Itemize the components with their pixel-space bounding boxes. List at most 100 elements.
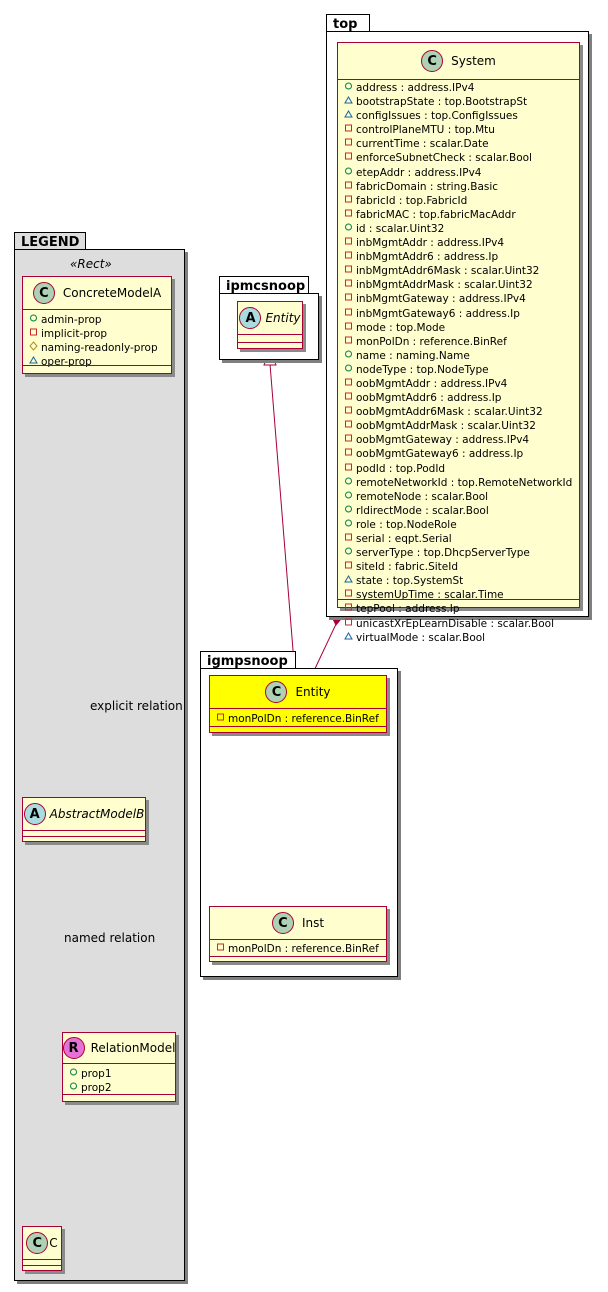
edge-label-named: named relation [64,931,156,945]
attribute-row: remoteNode : scalar.Bool [344,490,575,504]
class-name-concrete: ConcreteModelA [62,286,162,300]
visibility-icon [29,341,41,355]
attribute-text: bootstrapState : top.BootstrapSt [356,96,528,109]
visibility-icon [344,476,356,490]
attribute-row: monPolDn : reference.BinRef [344,335,575,349]
visibility-icon [344,95,356,109]
attribute-row: remoteNetworkId : top.RemoteNetworkId [344,476,575,490]
visibility-icon [29,313,41,327]
package-legend-tab: LEGEND [14,232,86,250]
attribute-text: remoteNode : scalar.Bool [356,490,489,503]
attribute-row: inbMgmtAddr6Mask : scalar.Uint32 [344,264,575,278]
attribute-text: oobMgmtAddr6 : address.Ip [356,392,502,405]
visibility-icon [344,631,356,645]
visibility-icon [344,588,356,602]
visibility-icon [344,504,356,518]
attribute-text: fabricDomain : string.Basic [356,180,499,193]
class-name-c: C [49,1236,58,1250]
visibility-icon [344,166,356,180]
visibility-icon [69,1081,81,1095]
attribute-text: inbMgmtAddr : address.IPv4 [356,237,505,250]
attribute-row: inbMgmtGateway6 : address.Ip [344,307,575,321]
visibility-icon [344,307,356,321]
visibility-icon [344,574,356,588]
visibility-icon [344,194,356,208]
attribute-row: nodeType : top.NodeType [344,363,575,377]
class-ipmcsnoop-entity[interactable]: A Entity [237,301,303,349]
attribute-row: currentTime : scalar.Date [344,137,575,151]
attribute-row: oobMgmtGateway : address.IPv4 [344,433,575,447]
visibility-icon [344,419,356,433]
attribute-text: admin-prop [41,314,102,326]
class-igmpsnoop-entity[interactable]: C Entity monPolDn : reference.BinRef [209,675,387,733]
attribute-row: prop2 [69,1081,171,1095]
visibility-icon [344,617,356,631]
attribute-text: prop2 [81,1082,112,1095]
attribute-text: configIssues : top.ConfigIssues [356,110,518,123]
attribute-row: oobMgmtGateway6 : address.Ip [344,447,575,461]
attribute-text: serverType : top.DhcpServerType [356,547,530,560]
attribute-row: state : top.SystemSt [344,574,575,588]
attribute-text: serial : eqpt.Serial [356,533,452,545]
visibility-icon [29,327,41,341]
attribute-text: prop1 [81,1068,112,1080]
attribute-text: controlPlaneMTU : top.Mtu [356,124,495,137]
visibility-icon [344,447,356,461]
attribute-text: systemUpTime : scalar.Time [356,589,504,602]
class-inst[interactable]: C Inst monPolDn : reference.BinRef [209,906,387,962]
attribute-row: oobMgmtAddr6Mask : scalar.Uint32 [344,405,575,419]
attribute-row: fabricMAC : top.fabricMacAddr [344,208,575,222]
attribute-text: monPolDn : reference.BinRef [356,335,507,348]
visibility-icon [344,377,356,391]
relation-circle-icon: R [62,1037,85,1059]
visibility-icon [344,335,356,349]
visibility-icon [344,137,356,151]
attribute-row: inbMgmtAddrMask : scalar.Uint32 [344,278,575,292]
attribute-text: oobMgmtGateway6 : address.Ip [356,448,524,461]
visibility-icon [344,123,356,137]
attribute-text: nodeType : top.NodeType [356,363,489,376]
attribute-row: fabricId : top.FabricId [344,194,575,208]
visibility-icon [344,349,356,363]
visibility-icon [344,560,356,574]
visibility-icon [344,391,356,405]
attribute-row: role : top.NodeRole [344,518,575,532]
attribute-text: oobMgmtGateway : address.IPv4 [356,434,530,447]
attribute-text: fabricMAC : top.fabricMacAddr [356,208,516,221]
visibility-icon [344,363,356,377]
class-circle-icon: C [265,681,288,703]
legend-class-c[interactable]: C C [22,1226,62,1271]
edge-composition-system [311,621,338,676]
attribute-row: inbMgmtAddr6 : address.Ip [344,250,575,264]
visibility-icon [344,208,356,222]
visibility-icon [344,462,356,476]
attribute-row: bootstrapState : top.BootstrapSt [344,95,575,109]
attribute-row: name : naming.Name [344,349,575,363]
attribute-row: oobMgmtAddr : address.IPv4 [344,377,575,391]
class-name-ipmc-entity: Entity [265,311,301,325]
attribute-text: id : scalar.Uint32 [356,222,445,235]
legend-class-abstract[interactable]: A AbstractModelB [22,797,146,842]
visibility-icon [344,490,356,504]
attribute-row: admin-prop [29,313,167,327]
attribute-text: state : top.SystemSt [356,575,464,588]
class-name-inst: Inst [301,916,325,930]
attribute-text: mode : top.Mode [356,321,446,334]
attribute-row: oper-prop [29,355,167,369]
attribute-row: systemUpTime : scalar.Time [344,588,575,602]
legend-stereotype: «Rect» [70,257,112,271]
visibility-icon [344,602,356,616]
attribute-text: rldirectMode : scalar.Bool [356,504,489,517]
visibility-icon [216,712,228,726]
attribute-text: oper-prop [41,356,92,369]
attribute-text: role : top.NodeRole [356,518,457,531]
package-ipmcsnoop-tab: ipmcsnoop [219,276,309,294]
visibility-icon [216,942,228,956]
attribute-text: name : naming.Name [356,349,470,362]
class-circle-icon: C [26,1232,49,1254]
